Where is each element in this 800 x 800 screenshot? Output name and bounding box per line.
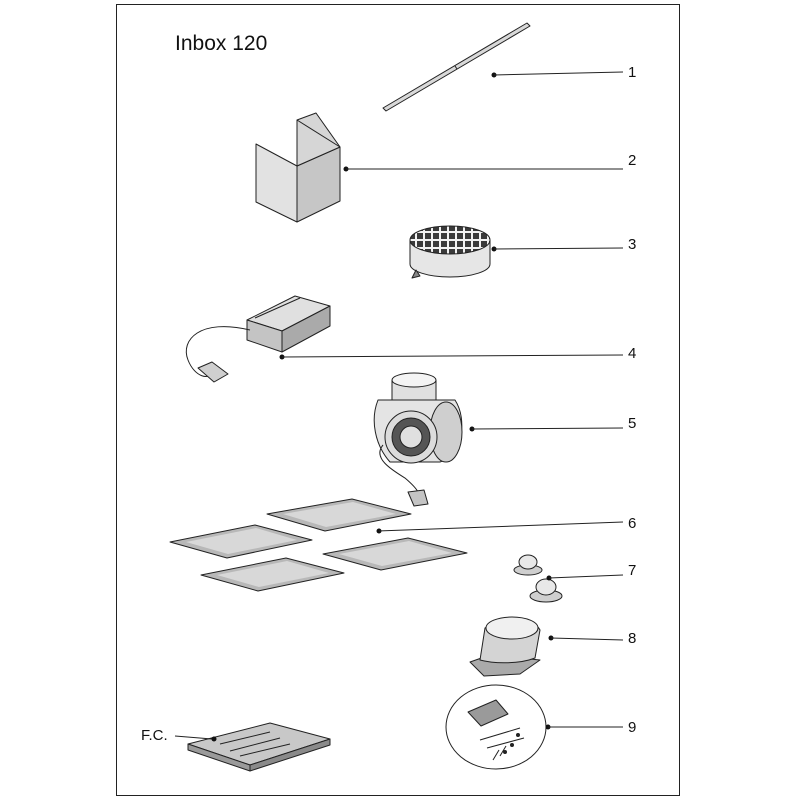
label-8: 8 — [628, 630, 636, 647]
label-1: 1 — [628, 64, 636, 81]
grease-filter-panel-2 — [169, 524, 313, 559]
label-3: 3 — [628, 236, 636, 253]
part-fc-filter-cover — [187, 722, 331, 772]
part-2-chimney-cover — [255, 112, 341, 223]
diagram-title: Inbox 120 — [175, 32, 267, 55]
part-3-charcoal-filter — [409, 225, 491, 279]
part-5-blower-motor — [373, 372, 463, 507]
leader-7: 7 — [546, 562, 636, 581]
label-9: 9 — [628, 719, 636, 736]
leader-4: 4 — [279, 345, 636, 362]
label-fc: F.C. — [141, 727, 168, 744]
grease-filter-panel-3 — [322, 537, 468, 571]
grease-filter-panel-4 — [200, 557, 345, 592]
leader-fc: F.C. — [141, 727, 217, 744]
part-7-halogen-lamps — [513, 554, 563, 603]
label-6: 6 — [628, 515, 636, 532]
part-6-grease-filters — [169, 498, 468, 592]
leader-8: 8 — [548, 630, 636, 647]
grease-filter-panel-1 — [266, 498, 412, 532]
leader-1: 1 — [491, 64, 636, 81]
part-9-hardware-kit — [445, 684, 547, 770]
leader-6: 6 — [376, 515, 636, 534]
part-4-control-box — [185, 295, 331, 383]
label-4: 4 — [628, 345, 636, 362]
leader-9: 9 — [545, 719, 636, 736]
leader-2: 2 — [343, 152, 636, 172]
leader-5: 5 — [469, 415, 636, 432]
leader-3: 3 — [491, 236, 636, 253]
label-7: 7 — [628, 562, 636, 579]
page-border — [116, 4, 680, 796]
label-5: 5 — [628, 415, 636, 432]
label-2: 2 — [628, 152, 636, 169]
part-8-air-outlet — [469, 616, 541, 677]
part-1-rod — [382, 22, 531, 112]
